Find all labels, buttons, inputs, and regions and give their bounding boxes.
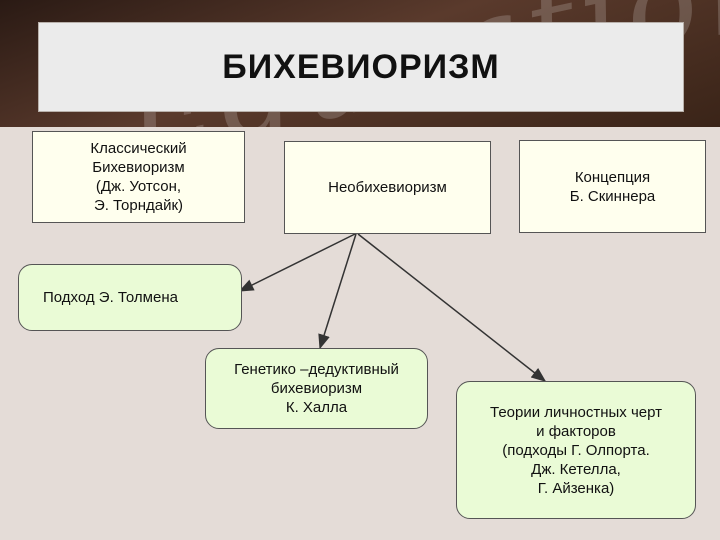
node-tolman-label: Подход Э. Толмена: [43, 289, 178, 306]
node-trait-theories: Теории личностных черт и факторов (подхо…: [456, 381, 696, 519]
node-classic-behaviorism: Классический Бихевиоризм (Дж. Уотсон, Э.…: [32, 131, 245, 223]
node-hull-label: Генетико –дедуктивный бихевиоризм К. Хал…: [234, 361, 399, 416]
node-skinner-label: Концепция Б. Скиннера: [569, 168, 656, 205]
node-classic-label: Классический Бихевиоризм (Дж. Уотсон, Э.…: [90, 140, 187, 214]
node-neo-label: Необихевиоризм: [328, 179, 447, 196]
edge-neo-to-traits: [357, 233, 547, 382]
node-traits-label: Теории личностных черт и факторов (подхо…: [490, 403, 662, 497]
edge-neo-to-hull: [318, 233, 357, 350]
node-tolman-approach: Подход Э. Толмена: [18, 264, 242, 331]
title-box: БИХЕВИОРИЗМ: [38, 22, 684, 112]
edge-neo-to-tolman: [238, 233, 356, 292]
node-skinner-concept: Концепция Б. Скиннера: [519, 140, 706, 233]
node-hull-behaviorism: Генетико –дедуктивный бихевиоризм К. Хал…: [205, 348, 428, 429]
page-title: БИХЕВИОРИЗМ: [222, 47, 500, 86]
node-neobehaviorism: Необихевиоризм: [284, 141, 491, 234]
